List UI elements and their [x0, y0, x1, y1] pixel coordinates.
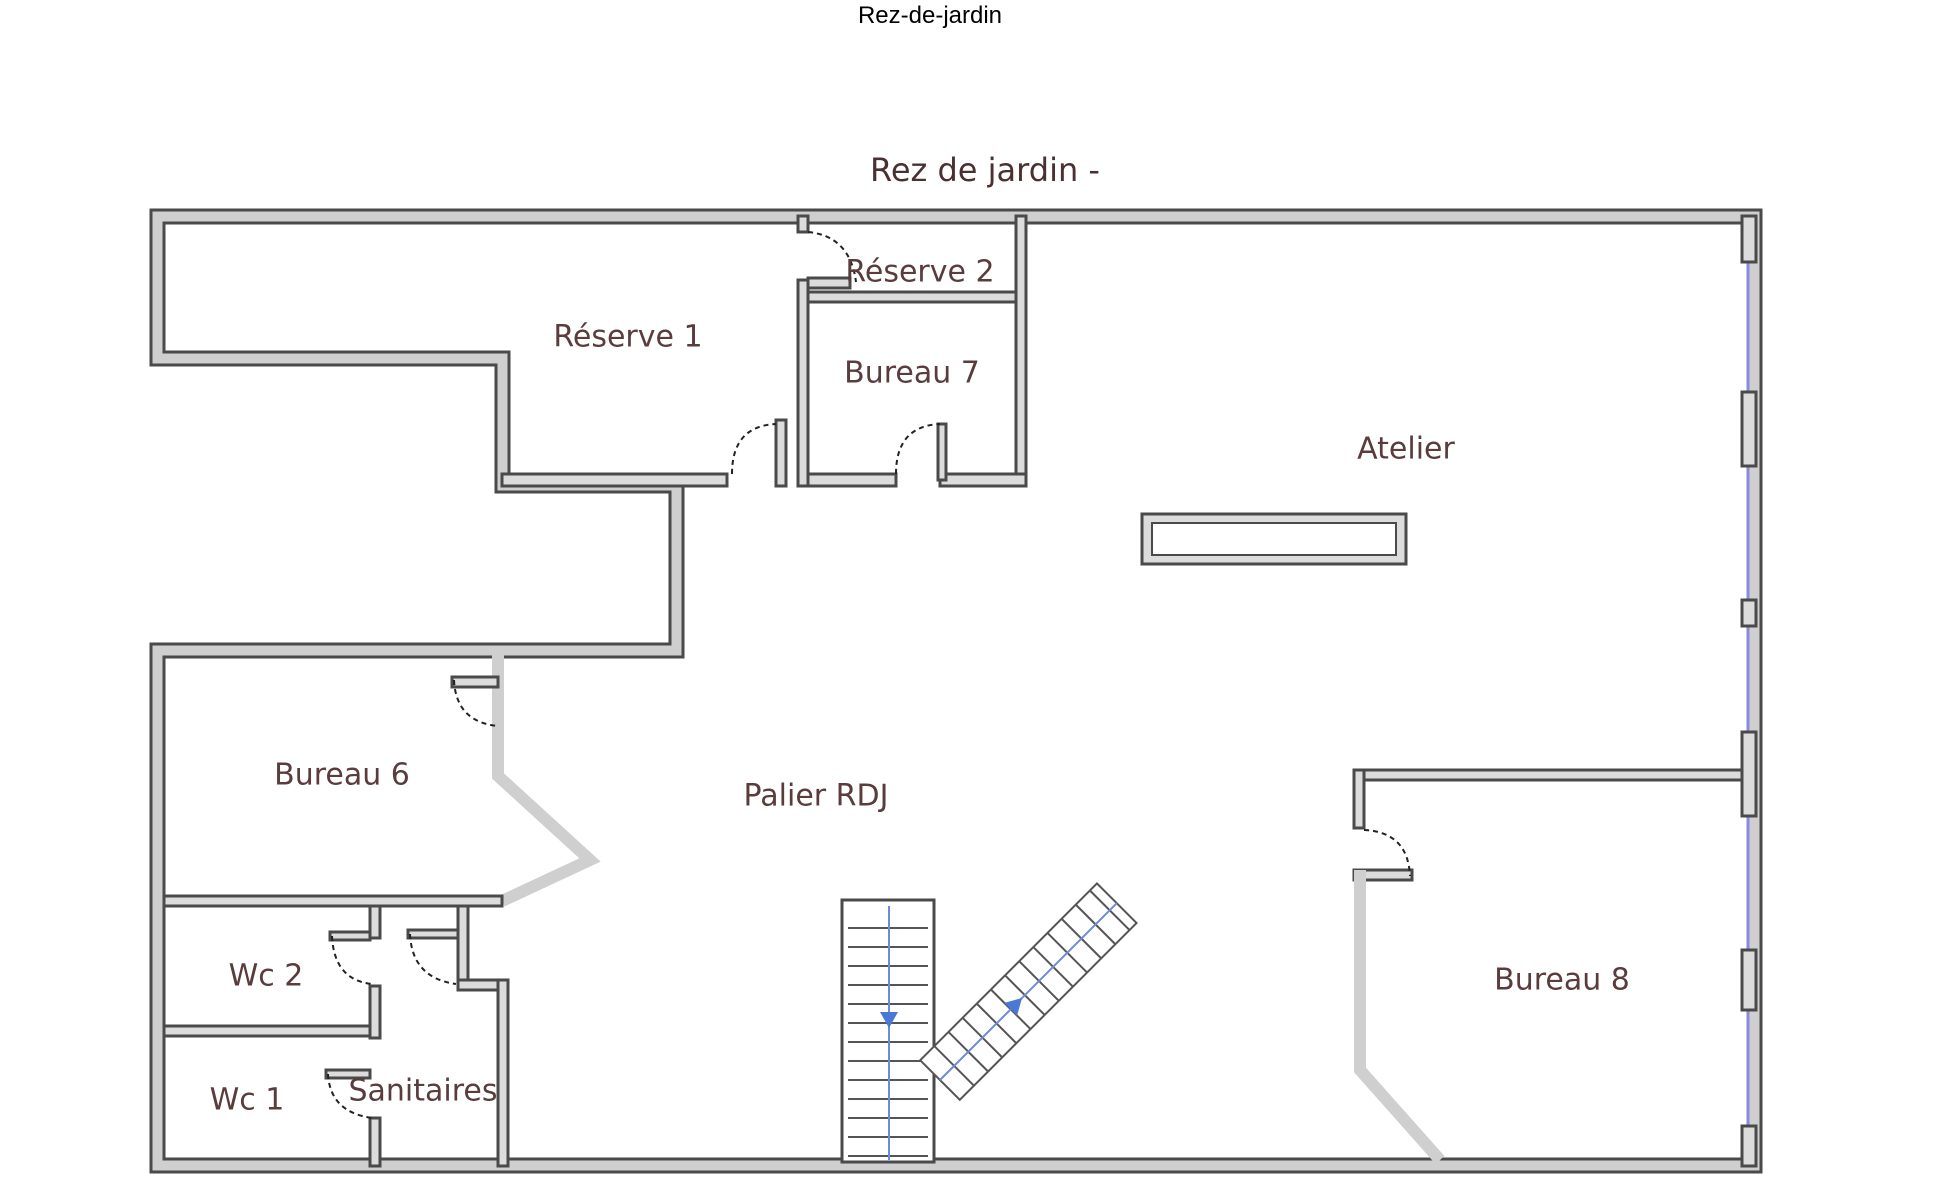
door-bureau7: [895, 423, 941, 475]
wall-reserve1-top-stub: [796, 214, 810, 234]
page-title: Rez-de-jardin: [857, 2, 1003, 29]
wall-sanitaires-right-top: [456, 904, 470, 988]
wall-reserve1-right-stub: [774, 418, 788, 488]
pier-4: [1740, 948, 1758, 1012]
door-sanitaires: [409, 933, 457, 985]
outer-wall-outer-edge: [149, 208, 1763, 1174]
wall-sanitaires-door-stub: [406, 928, 460, 940]
wall-wc1-door-stub: [324, 1068, 372, 1080]
room-label-sanitaires: Sanitaires: [348, 1074, 497, 1109]
wall-sanitaires-right: [496, 978, 510, 1168]
room-label-bureau-7: Bureau 7: [844, 356, 980, 391]
stair-up-arrow: [1004, 997, 1023, 1016]
wall-reserve1-bureau7: [796, 278, 810, 488]
room-label-atelier: Atelier: [1357, 432, 1455, 467]
wall-reserve2-bottom: [806, 290, 1020, 304]
stair-up-axis: [939, 902, 1118, 1081]
wall-bureau7-door-stub: [936, 422, 948, 482]
plan-title: Rez de jardin -: [870, 151, 1100, 189]
wall-wc2-bottom: [162, 1024, 376, 1038]
wall-bureau8-left-top: [1352, 768, 1366, 830]
pier-2: [1740, 598, 1758, 628]
wall-bureau7-bottom-left: [806, 472, 898, 488]
wall-wc-divider-bottom: [368, 1116, 382, 1168]
wall-bureau6-right: [492, 650, 601, 907]
wall-bureau6-bottom: [162, 894, 504, 908]
outer-wall-outline: [151, 210, 1761, 1172]
pier-0: [1740, 214, 1758, 264]
pier-5: [1740, 1124, 1758, 1168]
wall-wc-divider-mid: [368, 984, 382, 1040]
wall-bureau7-bottom-right: [938, 472, 1028, 488]
room-label-wc-2: Wc 2: [229, 959, 304, 994]
pier-1: [1740, 390, 1758, 468]
room-label-bureau-8: Bureau 8: [1494, 963, 1630, 998]
wall-reserve2-door-stub: [806, 276, 852, 290]
wall-bureau8-top: [1352, 768, 1757, 782]
room-label-reserve-1: Réserve 1: [553, 320, 702, 355]
doors: [327, 231, 1411, 1119]
pier-3: [1740, 730, 1758, 818]
door-bureau8: [1363, 829, 1411, 877]
stair-down-arrow: [880, 1012, 898, 1028]
door-wc2: [331, 935, 373, 985]
room-label-reserve-2: Réserve 2: [845, 255, 994, 290]
door-reserve2: [807, 231, 857, 283]
room-label-palier: Palier RDJ: [744, 779, 889, 814]
windows: [1740, 214, 1758, 1168]
door-bureau6: [453, 679, 499, 727]
wall-reserve1-bottom-left: [500, 472, 729, 488]
stairs-up: [918, 882, 1138, 1102]
room-label-wc-1: Wc 1: [210, 1083, 285, 1118]
stairs-down: [840, 898, 936, 1164]
door-reserve1: [731, 423, 777, 475]
room-label-bureau-6: Bureau 6: [274, 758, 410, 793]
wall-bureau7-atelier: [1014, 214, 1028, 488]
wall-bureau6-door-stub: [450, 675, 500, 689]
atelier-fixture-inner: [1151, 522, 1397, 556]
wall-wc2-door-stub: [328, 930, 372, 942]
interior-walls: [162, 214, 1757, 1168]
wall-bureau8-left: [1354, 870, 1445, 1164]
wall-wc-divider-top: [368, 904, 382, 940]
